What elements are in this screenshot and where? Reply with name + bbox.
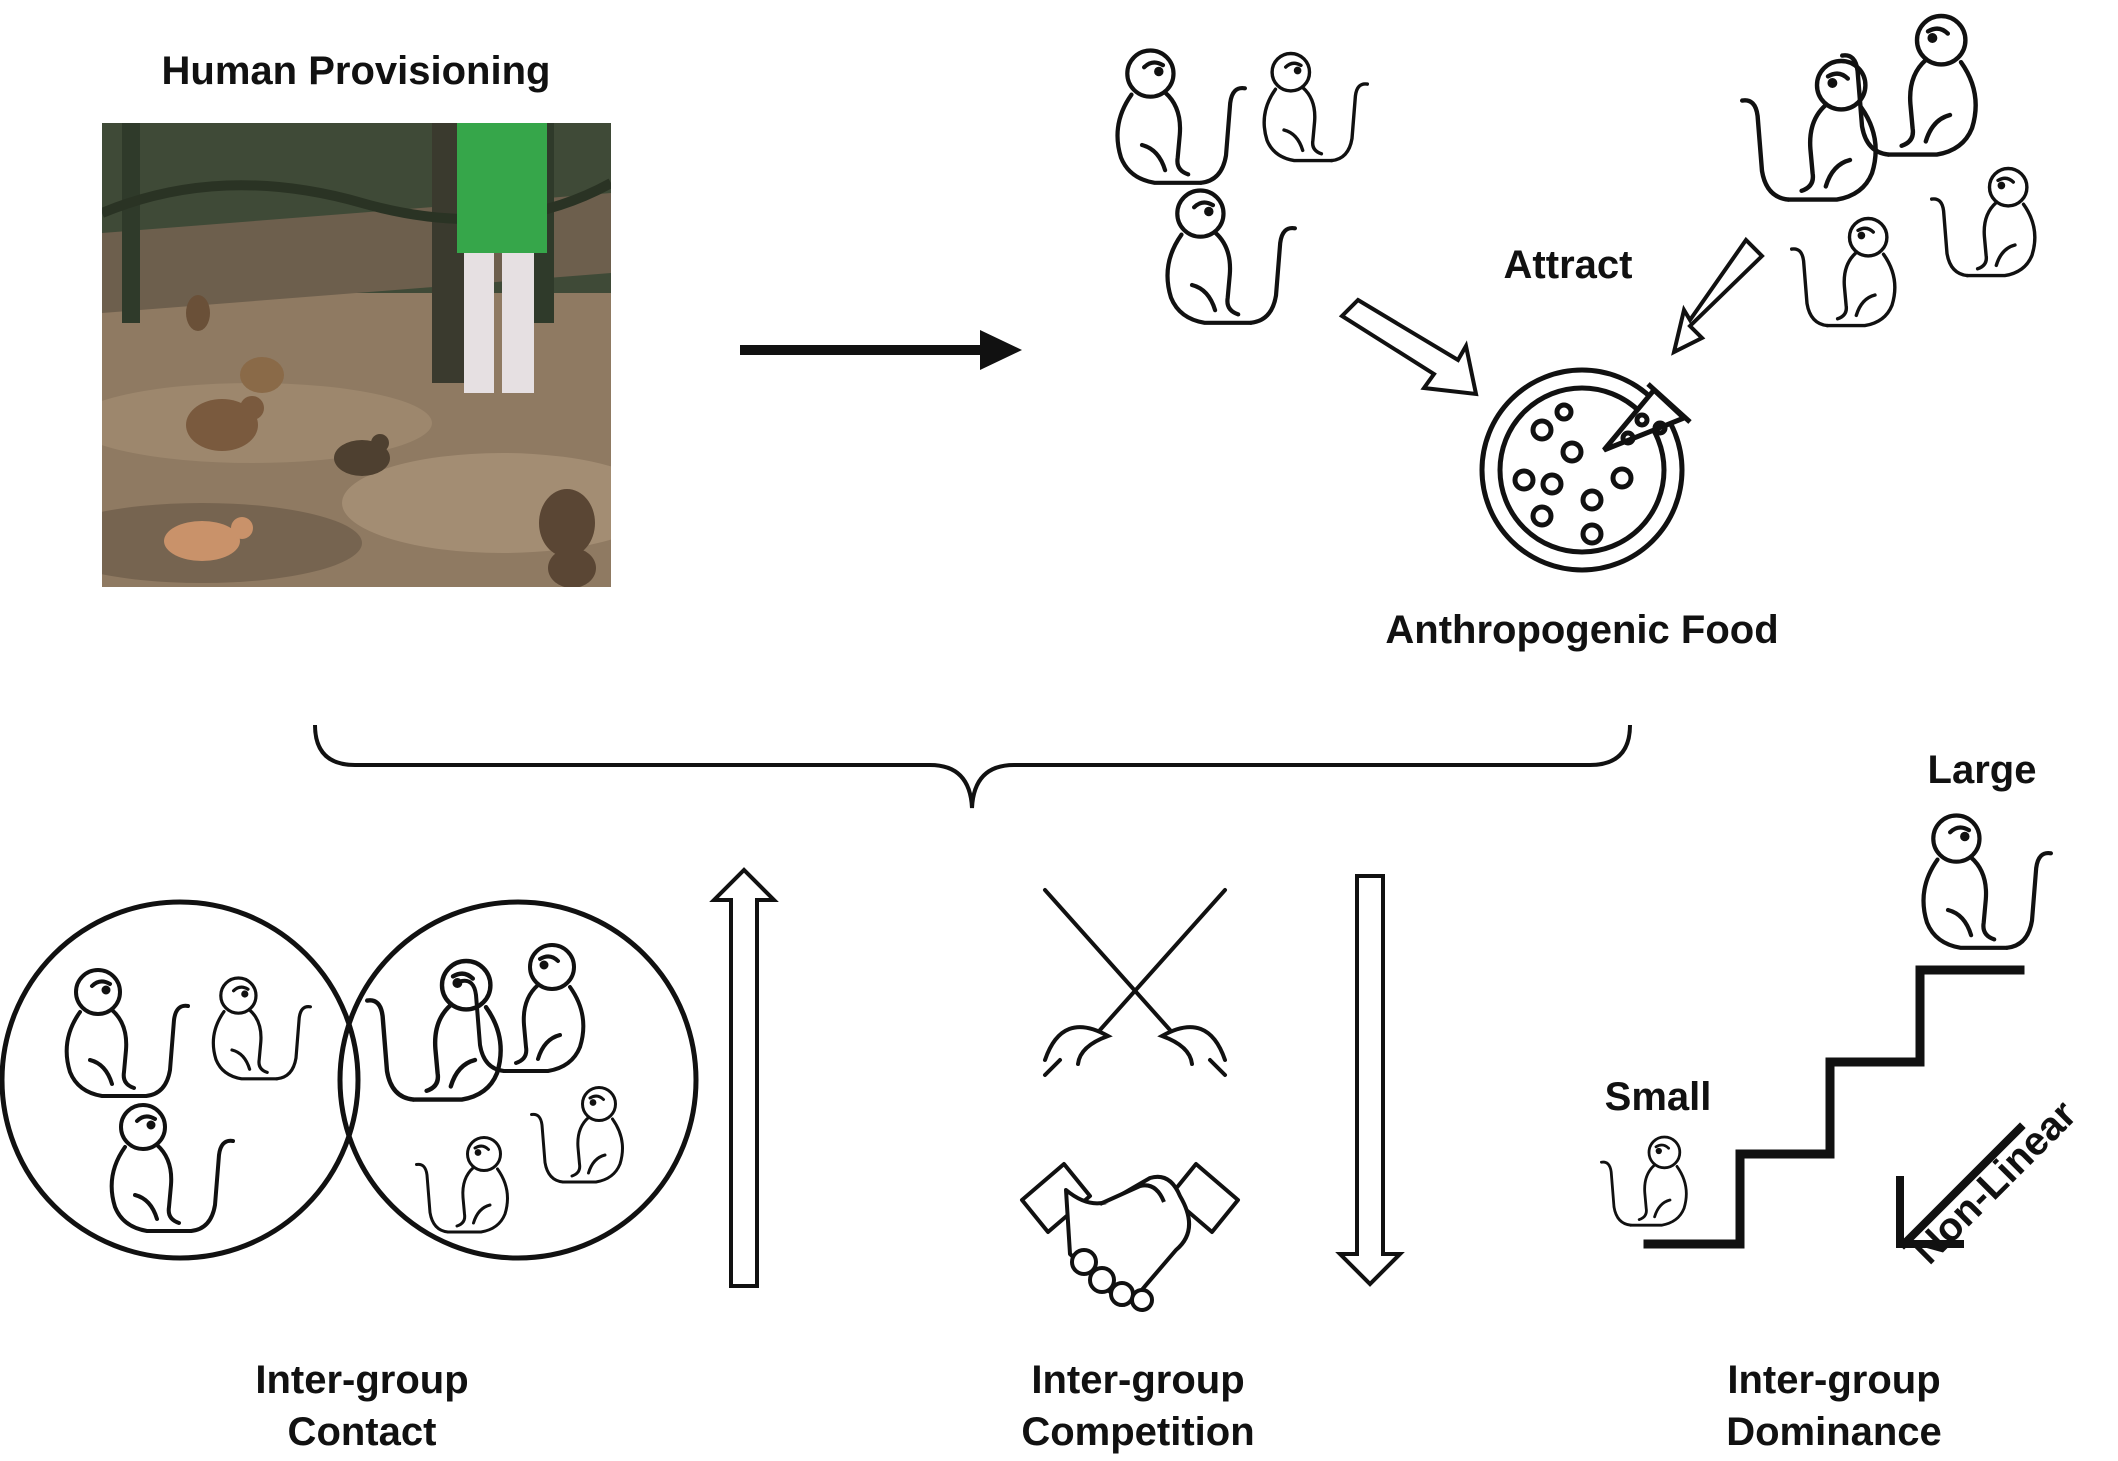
competition-label-line1: Inter-group [1031,1358,1245,1402]
monkey-group-right [1742,16,2037,328]
large-monkey-icon [1924,816,2051,948]
monkey-icon [530,1086,624,1184]
monkey-icon [1929,166,2037,278]
provisioning-photo [102,123,611,587]
provisioning-photo-image [102,123,611,587]
attract-label: Attract [1503,243,1633,287]
photo-title: Human Provisioning [161,49,551,93]
attract-arrow-right [1671,236,1765,356]
food-label: Anthropogenic Food [1385,608,1779,652]
monkey-icon [1842,16,1975,155]
monkey-icon [1118,51,1245,183]
competition-label-line2: Competition [1021,1410,1255,1454]
provisioning-arrow [740,330,1022,370]
monkey-icon [1789,216,1897,328]
small-monkey-icon [1600,1135,1688,1227]
large-label: Large [1927,748,2037,792]
nonlinear-arrow [1896,1122,2026,1250]
monkey-icon [1168,191,1295,323]
monkey-icon [109,1103,235,1233]
monkey-icon [415,1136,509,1234]
crossed-swords-icon [1043,888,1227,1077]
overlapping-groups-icon [0,899,699,1261]
monkey-icon [211,976,312,1081]
contact-label-line1: Inter-group [255,1358,469,1402]
pizza-icon [1482,370,1690,570]
monkey-icon [64,968,190,1098]
monkey-icon [1742,61,1875,200]
small-label: Small [1604,1075,1712,1119]
dominance-label-line2: Dominance [1726,1410,1942,1454]
attract-arrow-left [1338,297,1479,397]
handshake-icon [1020,1162,1240,1312]
dominance-label-line1: Inter-group [1727,1358,1941,1402]
monkey-icon [1262,51,1370,163]
increase-arrow [709,867,779,1288]
staircase-icon [1643,965,2025,1249]
decrease-arrow [1335,874,1405,1287]
contact-label-line2: Contact [287,1410,437,1454]
curly-brace [313,724,1632,809]
monkey-group-left [1118,51,1370,323]
